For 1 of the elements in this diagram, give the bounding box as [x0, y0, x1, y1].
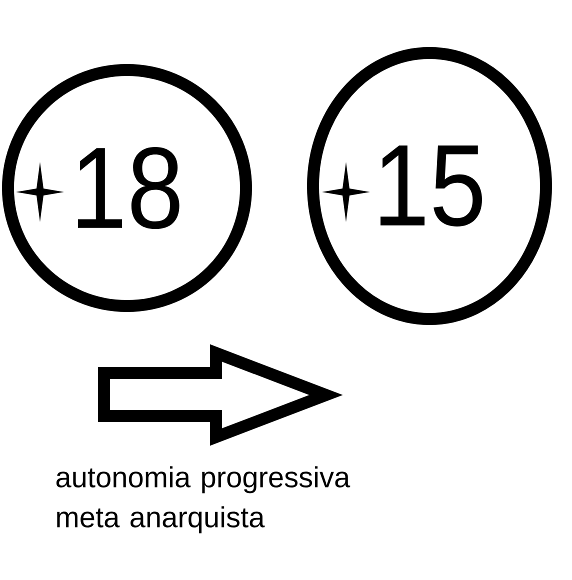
arrow-caption: autonomia progressiva meta anarquista [56, 466, 350, 534]
